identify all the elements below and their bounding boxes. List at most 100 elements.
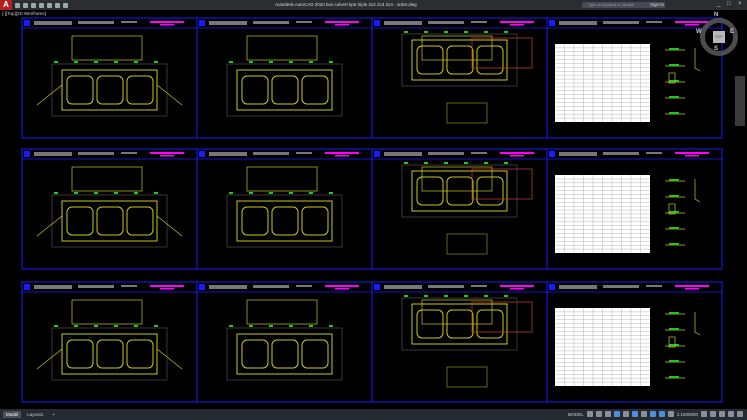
rebar-label[interactable] <box>669 227 679 229</box>
plan-view[interactable] <box>421 166 493 192</box>
logo-mark[interactable] <box>24 20 30 26</box>
autocad-logo-button[interactable]: A <box>0 0 12 10</box>
dimension-text[interactable] <box>249 192 253 194</box>
dimension-text[interactable] <box>154 61 158 63</box>
dimension-text[interactable] <box>54 61 58 63</box>
model-space-button[interactable]: MODEL <box>567 411 584 417</box>
sheet-title-text[interactable] <box>325 21 359 23</box>
title-text[interactable] <box>384 21 422 25</box>
title-text[interactable] <box>603 21 639 24</box>
rebar-label[interactable] <box>669 243 679 245</box>
close-icon[interactable]: × <box>738 1 742 7</box>
rebar-label[interactable] <box>669 344 679 346</box>
sheet-border[interactable] <box>546 17 723 139</box>
title-text[interactable] <box>428 21 464 24</box>
undo-icon[interactable] <box>55 2 60 8</box>
dimension-text[interactable] <box>404 295 408 297</box>
title-text[interactable] <box>253 21 289 24</box>
maximize-icon[interactable]: □ <box>727 1 731 7</box>
logo-mark[interactable] <box>24 151 30 157</box>
annotation-visibility-icon[interactable] <box>649 411 656 417</box>
culvert-cell[interactable] <box>126 339 154 369</box>
open-icon[interactable] <box>23 2 28 8</box>
dimension-text[interactable] <box>329 61 333 63</box>
title-text[interactable] <box>34 152 72 156</box>
culvert-cell[interactable] <box>96 206 124 236</box>
dimension-text[interactable] <box>444 31 448 33</box>
dimension-text[interactable] <box>114 61 118 63</box>
dimension-text[interactable] <box>424 31 428 33</box>
plan-view[interactable] <box>246 166 318 192</box>
viewport-controls[interactable]: [-][Top][2D Wireframe] <box>2 11 47 16</box>
dimension-text[interactable] <box>404 162 408 164</box>
dimension-frame[interactable] <box>401 297 518 351</box>
logo-mark[interactable] <box>549 20 555 26</box>
culvert-cell[interactable] <box>66 339 94 369</box>
sheet-title-text[interactable] <box>150 285 184 287</box>
culvert-cell[interactable] <box>66 206 94 236</box>
title-text[interactable] <box>78 285 114 288</box>
culvert-section[interactable] <box>411 170 508 212</box>
wingwall[interactable] <box>36 84 63 106</box>
sheet-title-text[interactable] <box>685 24 699 26</box>
add-layout-button[interactable]: + <box>52 412 55 417</box>
dimension-text[interactable] <box>229 192 233 194</box>
lineweight-icon[interactable] <box>640 411 647 417</box>
sheet-title-text[interactable] <box>685 288 699 290</box>
sheet-title-text[interactable] <box>160 288 174 290</box>
logo-mark[interactable] <box>374 20 380 26</box>
sign-in-button[interactable]: Sign In <box>650 2 665 7</box>
redo-icon[interactable] <box>63 2 68 8</box>
dimension-text[interactable] <box>94 61 98 63</box>
reinforcement-detail[interactable] <box>471 37 533 69</box>
culvert-cell[interactable] <box>301 339 329 369</box>
sheet-title-text[interactable] <box>675 21 709 23</box>
viewcube[interactable]: TOP N S W E <box>696 12 738 56</box>
plan-view[interactable] <box>71 35 143 61</box>
sheet-title-text[interactable] <box>675 285 709 287</box>
plan-view[interactable] <box>421 299 493 325</box>
sheet-title-text[interactable] <box>500 152 534 154</box>
culvert-cell[interactable] <box>271 339 299 369</box>
title-text[interactable] <box>121 285 137 287</box>
title-text[interactable] <box>559 152 597 156</box>
dimension-text[interactable] <box>309 61 313 63</box>
title-text[interactable] <box>471 21 487 23</box>
dimension-text[interactable] <box>154 192 158 194</box>
culvert-cell[interactable] <box>126 206 154 236</box>
sheet-title-text[interactable] <box>335 24 349 26</box>
sheet-title-text[interactable] <box>325 285 359 287</box>
scale-dropdown[interactable]: 1:1000000 <box>676 411 698 417</box>
dimension-text[interactable] <box>94 192 98 194</box>
culvert-section[interactable] <box>236 69 333 111</box>
culvert-cell[interactable] <box>66 75 94 105</box>
culvert-section[interactable] <box>236 333 333 375</box>
dimension-text[interactable] <box>249 61 253 63</box>
polar-icon[interactable] <box>613 411 620 417</box>
rebar-label[interactable] <box>669 328 679 330</box>
title-text[interactable] <box>646 152 662 154</box>
sheet-border[interactable] <box>546 281 723 403</box>
culvert-cell[interactable] <box>301 75 329 105</box>
title-text[interactable] <box>253 285 289 288</box>
title-text[interactable] <box>471 152 487 154</box>
rebar-label[interactable] <box>669 96 679 98</box>
rebar-label[interactable] <box>669 48 679 50</box>
title-text[interactable] <box>209 21 247 25</box>
rebar-label[interactable] <box>669 80 679 82</box>
sheet-title-text[interactable] <box>325 152 359 154</box>
stirrup-shape[interactable] <box>668 336 676 348</box>
drawing-canvas[interactable] <box>0 14 747 409</box>
title-text[interactable] <box>384 285 422 289</box>
compass-north[interactable]: N <box>714 12 719 18</box>
dimension-text[interactable] <box>464 162 468 164</box>
dimension-text[interactable] <box>74 61 78 63</box>
title-text[interactable] <box>209 285 247 289</box>
dimension-text[interactable] <box>74 325 78 327</box>
dimension-frame[interactable] <box>51 194 168 248</box>
navigation-bar[interactable] <box>735 76 745 126</box>
dimension-text[interactable] <box>404 31 408 33</box>
plan-view[interactable] <box>246 299 318 325</box>
rebar-label[interactable] <box>669 112 679 114</box>
dimension-text[interactable] <box>484 31 488 33</box>
